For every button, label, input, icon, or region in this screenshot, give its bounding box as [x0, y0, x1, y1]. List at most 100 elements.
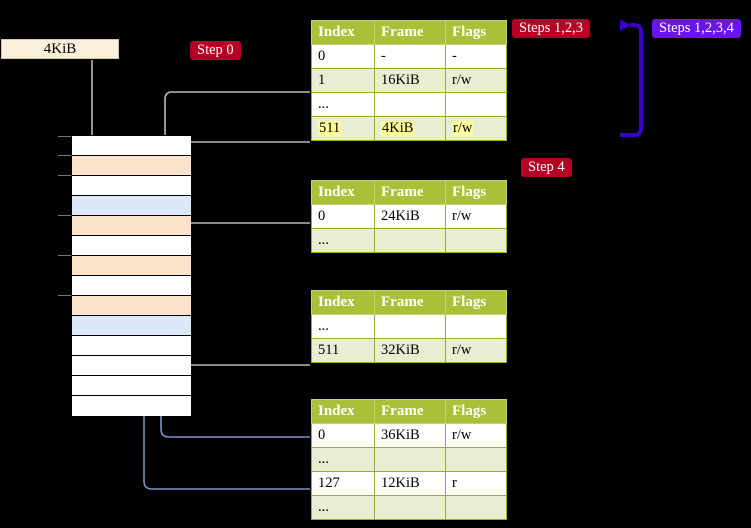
memory-row — [72, 256, 191, 276]
cell-frame: 4KiB — [374, 116, 446, 141]
wire-pd-32kib — [179, 314, 310, 366]
cell-index: 0 — [311, 44, 375, 69]
cell-index: 0 — [311, 204, 375, 229]
table-row: 0 36KiB r/w — [311, 423, 507, 448]
badge-steps-123: Steps 1,2,3 — [512, 19, 591, 38]
col-frame: Frame — [374, 180, 446, 205]
table-row: 0 - - — [311, 44, 507, 69]
memory-row — [72, 156, 191, 176]
table-header-row: Index Frame Flags — [311, 290, 507, 315]
cell-index: 1 — [311, 68, 375, 93]
cell-flags — [445, 228, 507, 253]
col-frame: Frame — [374, 399, 446, 424]
memory-row — [72, 216, 191, 236]
cell-index: 511 — [311, 338, 375, 363]
table-header-row: Index Frame Flags — [311, 20, 507, 45]
cell-index: ... — [311, 228, 375, 253]
cell-flags: r/w — [445, 116, 507, 141]
col-index: Index — [311, 20, 375, 45]
cell-flags — [445, 495, 507, 520]
cell-flags: r/w — [445, 338, 507, 363]
cell-index: ... — [311, 447, 375, 472]
cell-flags: r/w — [445, 204, 507, 229]
table-row: 1 16KiB r/w — [311, 68, 507, 93]
col-flags: Flags — [445, 399, 507, 424]
cell-flags: r/w — [445, 423, 507, 448]
cell-frame — [374, 447, 446, 472]
table-row: 0 24KiB r/w — [311, 204, 507, 229]
col-frame: Frame — [374, 290, 446, 315]
col-index: Index — [311, 290, 375, 315]
memory-tick — [58, 255, 71, 256]
pdpt-table: Index Frame Flags 0 24KiB r/w ... — [311, 180, 507, 253]
cell-frame: 24KiB — [374, 204, 446, 229]
cell-frame: 12KiB — [374, 471, 446, 496]
memory-tick — [58, 295, 71, 296]
badge-steps-1234: Steps 1,2,3,4 — [652, 19, 741, 38]
source-frame-box: 4KiB — [1, 39, 119, 59]
col-frame: Frame — [374, 20, 446, 45]
cell-frame — [374, 314, 446, 339]
memory-row — [72, 336, 191, 356]
pd-table: Index Frame Flags ... 511 32KiB r/w — [311, 290, 507, 363]
memory-row — [72, 196, 191, 216]
cell-frame — [374, 495, 446, 520]
badge-step-0: Step 0 — [190, 41, 241, 60]
cell-flags: r/w — [445, 68, 507, 93]
source-frame-label: 4KiB — [43, 41, 77, 57]
table-row: 511 32KiB r/w — [311, 338, 507, 363]
memory-row — [72, 316, 191, 336]
cell-frame: 32KiB — [374, 338, 446, 363]
wire-pml4-4kib — [179, 141, 310, 162]
cell-frame — [374, 228, 446, 253]
cell-flags — [445, 314, 507, 339]
cell-index: ... — [311, 314, 375, 339]
cell-frame — [374, 92, 446, 117]
memory-row — [72, 376, 191, 396]
memory-tick — [58, 175, 71, 176]
cell-flags — [445, 447, 507, 472]
wire-pml4-16kib — [164, 91, 310, 152]
wire-pdpt-24kib — [179, 222, 310, 262]
table-row: ... — [311, 495, 507, 520]
memory-row — [72, 296, 191, 316]
table-row: ... — [311, 228, 507, 253]
memory-tick — [58, 136, 71, 137]
col-index: Index — [311, 399, 375, 424]
cell-index: 0 — [311, 423, 375, 448]
memory-row — [72, 236, 191, 256]
col-index: Index — [311, 180, 375, 205]
cell-frame: 16KiB — [374, 68, 446, 93]
cell-index: ... — [311, 495, 375, 520]
cell-index: 511 — [311, 116, 375, 141]
table-row: 127 12KiB r — [311, 471, 507, 496]
memory-row — [72, 396, 191, 416]
cell-frame: 36KiB — [374, 423, 446, 448]
pml4-table: Index Frame Flags 0 - - 1 16KiB r/w ... — [311, 20, 507, 141]
wire-pt-12kib — [143, 207, 310, 490]
physical-memory-column — [71, 135, 191, 416]
memory-tick — [58, 215, 71, 216]
pt-table: Index Frame Flags 0 36KiB r/w ... 127 12… — [311, 399, 507, 520]
table-row: ... — [311, 92, 507, 117]
cell-index: 127 — [311, 471, 375, 496]
cell-index: ... — [311, 92, 375, 117]
cell-flags — [445, 92, 507, 117]
cell-frame: - — [374, 44, 446, 69]
col-flags: Flags — [445, 20, 507, 45]
table-header-row: Index Frame Flags — [311, 180, 507, 205]
table-row: ... — [311, 447, 507, 472]
wire-pt-36kib — [160, 325, 310, 438]
table-row-highlighted: 511 4KiB r/w — [311, 116, 507, 141]
cell-flags: r — [445, 471, 507, 496]
badge-step-4: Step 4 — [521, 158, 572, 177]
table-row: ... — [311, 314, 507, 339]
memory-tick — [58, 155, 71, 156]
memory-row — [72, 136, 191, 156]
cell-flags: - — [445, 44, 507, 69]
memory-row — [72, 276, 191, 296]
col-flags: Flags — [445, 180, 507, 205]
memory-row — [72, 356, 191, 376]
col-flags: Flags — [445, 290, 507, 315]
